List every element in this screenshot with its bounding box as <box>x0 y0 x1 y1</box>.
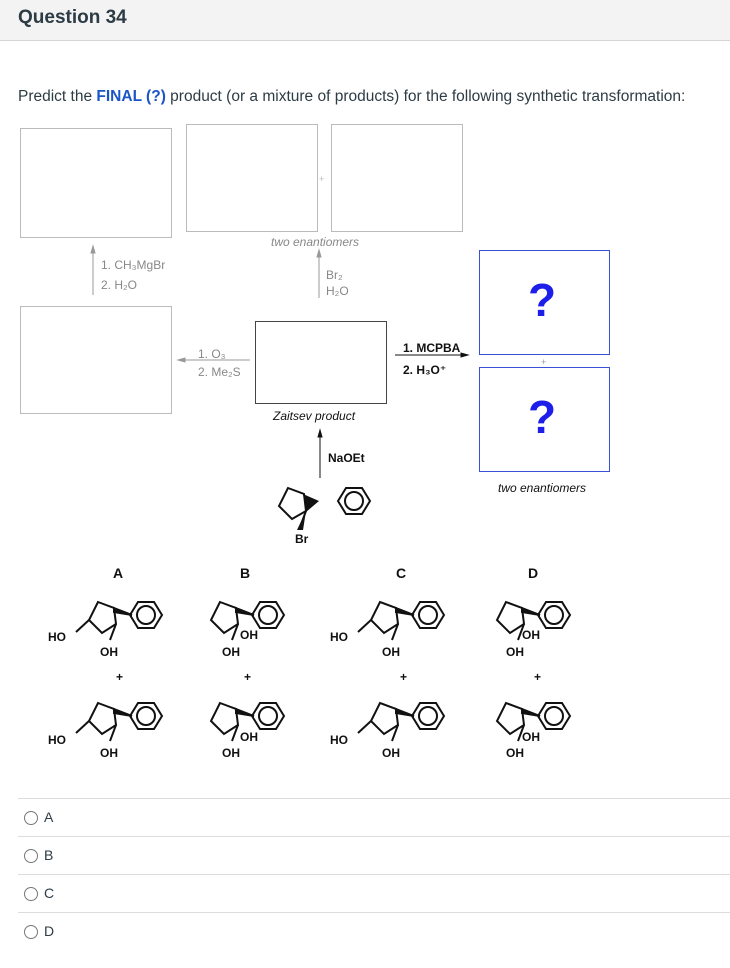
bromohydrin-box-1 <box>186 124 318 232</box>
hydroxyl-label: OH <box>382 746 400 760</box>
plus-sign: + <box>400 670 407 684</box>
plus-top: + <box>319 174 325 184</box>
base-label: NaOEt <box>328 451 365 465</box>
choice-a-label: A <box>44 809 54 825</box>
hydroxyl-label-left: HO <box>48 733 66 747</box>
radio-d[interactable] <box>24 925 38 939</box>
hydroxyl-label: OH <box>522 730 540 744</box>
hydroxyl-label: OH <box>506 645 524 659</box>
mcpba-reagent-2: 2. H₃O⁺ <box>403 363 447 377</box>
question-prompt: Predict the FINAL (?) product (or a mixt… <box>18 88 685 106</box>
option-c-label: C <box>396 565 407 581</box>
option-molecule <box>495 701 572 742</box>
hydroxyl-label-left: HO <box>330 733 348 747</box>
hydroxyl-label: OH <box>100 746 118 760</box>
prompt-highlight: FINAL (?) <box>96 88 166 105</box>
choice-b[interactable]: B <box>18 836 730 875</box>
grignard-reagent-1: 1. CH₃MgBr <box>101 258 166 272</box>
final-product-box-1: ? <box>479 250 610 355</box>
two-enantiomers-right: two enantiomers <box>498 481 587 495</box>
starting-material <box>277 486 372 528</box>
zaitsev-product-box <box>255 321 387 404</box>
option-molecule <box>369 701 446 742</box>
radio-a[interactable] <box>24 811 38 825</box>
option-a-label: A <box>113 565 124 581</box>
hydroxyl-label: OH <box>222 645 240 659</box>
radio-b[interactable] <box>24 849 38 863</box>
question-header: Question 34 <box>0 0 730 41</box>
question-mark-2: ? <box>528 391 557 443</box>
mcpba-reagent-1: 1. MCPBA <box>403 341 461 355</box>
option-molecule <box>495 600 572 641</box>
choice-d[interactable]: D <box>18 912 730 951</box>
grignard-reagent-2: 2. H₂O <box>101 278 137 292</box>
choice-c[interactable]: C <box>18 874 730 913</box>
choice-a[interactable]: A <box>18 798 730 837</box>
choice-b-label: B <box>44 847 54 863</box>
bromine-reagent-1: Br₂ <box>326 268 343 282</box>
hydroxyl-label: OH <box>506 746 524 760</box>
option-molecule <box>87 701 164 742</box>
ozone-reagent-2: 2. Me₂S <box>198 365 241 379</box>
option-molecule <box>209 701 286 742</box>
start-br-label: Br <box>295 532 309 546</box>
prompt-text-before: Predict the <box>18 88 97 105</box>
hydroxyl-label: OH <box>222 746 240 760</box>
option-b-label: B <box>240 565 251 581</box>
plus-sign: + <box>534 670 541 684</box>
hydroxyl-label-left: HO <box>48 630 66 644</box>
bromine-reagent-2: H₂O <box>326 284 349 298</box>
option-molecule <box>87 600 164 641</box>
ozonolysis-product-box <box>20 306 172 414</box>
hydroxyl-label: OH <box>240 730 258 744</box>
option-molecule <box>369 600 446 641</box>
hydroxyl-label: OH <box>100 645 118 659</box>
hydroxyl-label: OH <box>240 628 258 642</box>
zaitsev-label: Zaitsev product <box>273 409 356 423</box>
hydroxyl-label-left: HO <box>330 630 348 644</box>
choice-c-label: C <box>44 885 55 901</box>
final-product-box-2: ? <box>479 367 610 472</box>
bromohydrin-box-2 <box>331 124 463 232</box>
option-d-label: D <box>528 565 539 581</box>
hydroxyl-label: OH <box>382 645 400 659</box>
radio-c[interactable] <box>24 887 38 901</box>
choice-d-label: D <box>44 923 55 939</box>
question-title: Question 34 <box>18 7 127 28</box>
grignard-product-box <box>20 128 172 238</box>
plus-sign: + <box>244 670 251 684</box>
ozone-reagent-1: 1. O₃ <box>198 347 226 361</box>
option-molecule <box>209 600 286 641</box>
question-mark-1: ? <box>528 274 557 326</box>
plus-sign: + <box>116 670 123 684</box>
prompt-text-after: product (or a mixture of products) for t… <box>165 88 686 105</box>
plus-right: + <box>541 357 547 367</box>
two-enantiomers-top: two enantiomers <box>271 235 360 249</box>
hydroxyl-label: OH <box>522 628 540 642</box>
